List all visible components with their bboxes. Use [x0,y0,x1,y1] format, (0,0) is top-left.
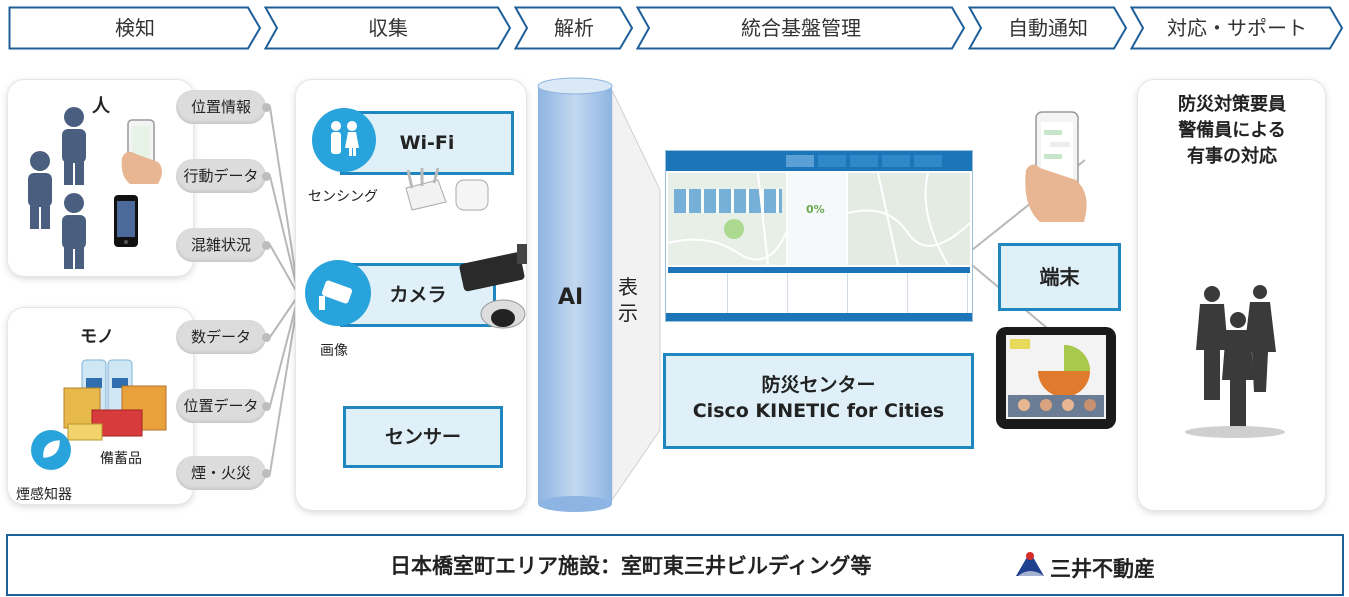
map-roads [668,173,786,265]
chevron-shape [8,6,262,50]
phone-in-hand-icon [1025,111,1087,222]
step-label: 対応・サポート [1167,16,1307,40]
leaf-icon [31,430,71,470]
camera-icon [305,260,371,326]
chevron-shape [514,6,634,50]
center-name: 防災センター [761,374,876,396]
company-name: 三井不動産 [1050,557,1155,581]
step-label: 検知 [115,16,155,40]
disaster-center-box: 防災センター Cisco KINETIC for Cities [663,353,974,449]
stockpile-label: 備蓄品 [100,451,142,467]
dashboard-metric: 0% [806,203,825,216]
people-wifi-icon [312,108,376,172]
smartphone-hand-icon [121,119,162,184]
dashboard-tab [786,155,814,167]
things-title: モノ [80,327,114,347]
ai-cylinder [537,77,613,512]
map-roads [848,173,970,265]
things-item-location: 位置データ [176,389,266,423]
step-label: 統合基盤管理 [741,16,861,40]
ai-label: AI [558,285,584,310]
step-analyze: 解析 [514,6,634,50]
metrics-panel [788,173,846,265]
display-label: 表示 [618,275,638,325]
dot-icon [262,103,271,112]
smoke-sensor-label: 煙感知器 [16,487,72,503]
dashboard-screenshot: 0% [665,150,973,322]
dot-icon [262,469,271,478]
button-grid [674,189,782,213]
image-label: 画像 [320,343,348,359]
chevron-shape [264,6,512,50]
dashboard-tab [914,155,942,167]
step-platform: 統合基盤管理 [636,6,966,50]
things-item-count: 数データ [176,320,266,354]
dot-icon [262,333,271,342]
map-panel-right [848,173,970,265]
sensing-label: センシング [308,189,378,205]
footer-bar [6,534,1344,596]
sensor-box: センサー [343,406,503,468]
widget-row [668,267,970,319]
stockpile-icon [63,359,167,441]
dot-icon [262,402,271,411]
chevron-shape [1130,6,1344,50]
dashboard-bottombar [666,313,972,321]
wifi-label: Wi-Fi [399,132,455,154]
people-title: 人 [92,96,110,117]
dashboard-tab [850,155,878,167]
dashboard-tab [882,155,910,167]
step-respond: 対応・サポート [1130,6,1344,50]
respond-description: 防災対策要員 警備員による 有事の対応 [1178,94,1286,167]
respond-panel [1138,80,1325,510]
step-label: 自動通知 [1008,16,1088,40]
product-name: Cisco KINETIC for Cities [692,400,945,422]
people-item-behavior: 行動データ [176,159,266,193]
map-highlight [724,219,744,239]
step-notify: 自動通知 [968,6,1128,50]
security-camera-icon [459,244,527,329]
people-item-location: 位置情報 [176,90,266,124]
dot-icon [262,172,271,181]
access-point-icon [405,167,489,211]
sensor-label: センサー [384,426,461,448]
step-collect: 収集 [264,6,512,50]
step-label: 解析 [554,16,594,40]
camera-label: カメラ [389,284,447,306]
footer-location: 日本橋室町エリア施設：室町東三井ビルディング等 [390,554,872,578]
chevron-shape [636,6,966,50]
step-label: 収集 [368,16,408,40]
things-item-fire: 煙・火災 [176,456,266,490]
terminal-box: 端末 [998,243,1121,311]
people-icon [28,107,86,269]
mitsui-fudosan-logo [1016,552,1044,576]
terminal-label: 端末 [1039,265,1080,289]
step-detect: 検知 [8,6,262,50]
tablet-icon [996,327,1116,429]
chevron-shape [968,6,1128,50]
dot-icon [262,241,271,250]
people-item-crowding: 混雑状況 [176,228,266,262]
mobile-phone-icon [114,195,138,247]
dashboard-tab [818,155,846,167]
staff-silhouettes-icon [1185,285,1285,438]
